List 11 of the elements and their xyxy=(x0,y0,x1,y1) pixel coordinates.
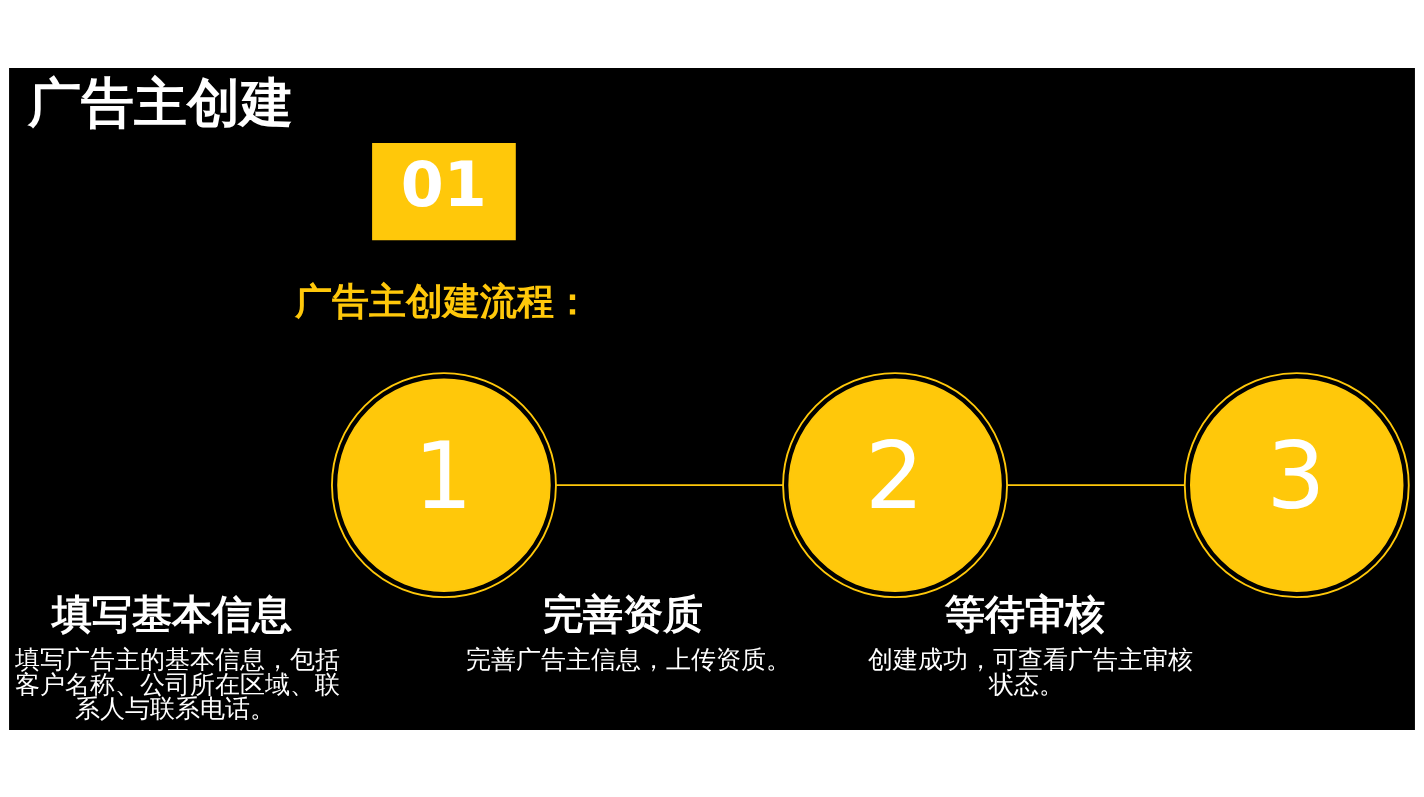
connector xyxy=(555,483,784,486)
diagram-title: 广告主创建 xyxy=(27,71,293,133)
node-label: 完善广告主信息，上传资质。 xyxy=(466,644,792,674)
node-box: 01 xyxy=(372,142,516,240)
node-circle: 3 xyxy=(1183,371,1410,598)
label: 广告主创建流程： xyxy=(294,279,591,323)
connector xyxy=(1006,483,1186,486)
node-label: 填写广告主的基本信息，包括客户名称、公司所在区域、联系人与联系电话。 xyxy=(15,644,341,723)
node-circle: 1 xyxy=(331,371,557,598)
node-label: 填写基本信息 xyxy=(51,590,292,637)
node-label: 创建成功，可查看广告主审核状态。 xyxy=(868,644,1194,699)
